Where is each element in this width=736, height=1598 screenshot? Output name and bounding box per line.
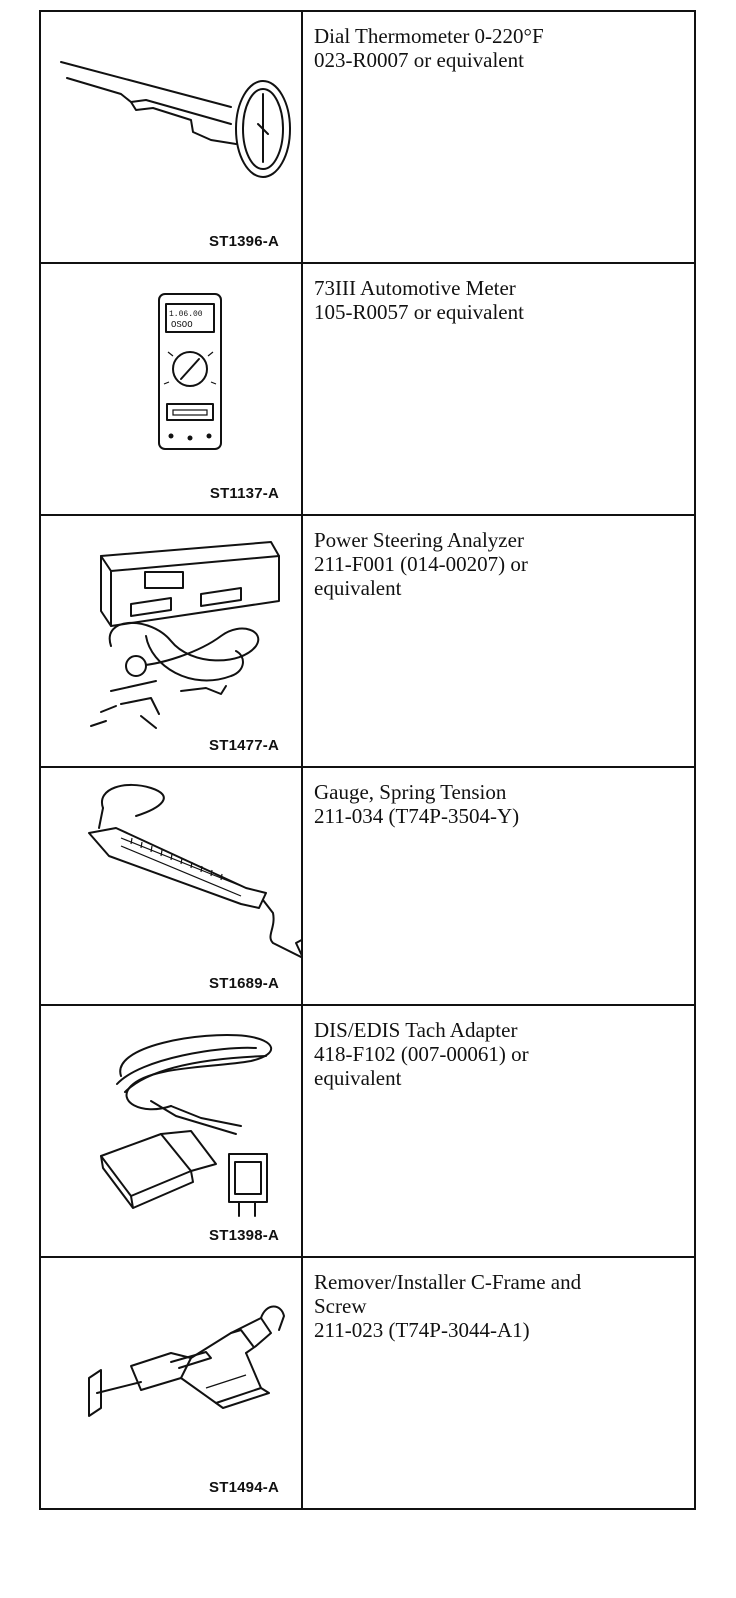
table-row: ST1689-A Gauge, Spring Tension 211-034 (… (39, 766, 696, 1006)
c-frame-screw-icon (88, 1305, 285, 1417)
illustration-cell: ST1494-A (39, 1256, 303, 1510)
tool-description: Gauge, Spring Tension 211-034 (T74P-3504… (301, 766, 696, 1006)
tool-name: Power Steering Analyzer (314, 528, 524, 552)
dial-thermometer-icon (60, 61, 291, 178)
automotive-meter-icon: 1.06.00 OSOO (158, 293, 222, 450)
tool-name: Remover/Installer C-Frame and (314, 1270, 582, 1294)
tool-part-number: 418-F102 (007-00061) or (314, 1042, 529, 1066)
table-row: ST1396-A Dial Thermometer 0-220°F 023-R0… (39, 10, 696, 264)
illustration-cell: ST1689-A (39, 766, 303, 1006)
tool-name-cont: Screw (314, 1294, 367, 1318)
tool-code: ST1477-A (209, 737, 279, 754)
tool-part-number: 211-023 (T74P-3044-A1) (314, 1318, 530, 1342)
svg-text:OSOO: OSOO (171, 320, 193, 330)
spring-tension-gauge-icon (88, 783, 303, 959)
tool-note: equivalent (314, 576, 402, 600)
tool-part-number: 023-R0007 or equivalent (314, 48, 524, 72)
svg-text:1.06.00: 1.06.00 (169, 310, 203, 319)
tool-name: 73III Automotive Meter (314, 276, 516, 300)
tool-description: Dial Thermometer 0-220°F 023-R0007 or eq… (301, 10, 696, 264)
illustration-cell: 1.06.00 OSOO ST1137-A (39, 262, 303, 516)
tool-part-number: 105-R0057 or equivalent (314, 300, 524, 324)
tach-adapter-icon (100, 1034, 273, 1217)
tool-name: DIS/EDIS Tach Adapter (314, 1018, 518, 1042)
tool-description: Power Steering Analyzer 211-F001 (014-00… (301, 514, 696, 768)
tool-name: Gauge, Spring Tension (314, 780, 507, 804)
tool-description: Remover/Installer C-Frame and Screw 211-… (301, 1256, 696, 1510)
table-row: ST1494-A Remover/Installer C-Frame and S… (39, 1256, 696, 1510)
tool-part-number: 211-F001 (014-00207) or (314, 552, 528, 576)
illustration-cell: ST1477-A (39, 514, 303, 768)
illustration-cell: ST1396-A (39, 10, 303, 264)
tool-code: ST1398-A (209, 1227, 279, 1244)
table-row: 1.06.00 OSOO ST1137-A 73III Automotive M… (39, 262, 696, 516)
illustration-cell: ST1398-A (39, 1004, 303, 1258)
table-row: ST1398-A DIS/EDIS Tach Adapter 418-F102 … (39, 1004, 696, 1258)
special-tools-table: ST1396-A Dial Thermometer 0-220°F 023-R0… (39, 10, 696, 1510)
tool-part-number: 211-034 (T74P-3504-Y) (314, 804, 520, 828)
tool-code: ST1689-A (209, 975, 279, 992)
tool-description: DIS/EDIS Tach Adapter 418-F102 (007-0006… (301, 1004, 696, 1258)
tool-code: ST1396-A (209, 233, 279, 250)
tool-code: ST1137-A (209, 485, 279, 502)
table-row: ST1477-A Power Steering Analyzer 211-F00… (39, 514, 696, 768)
tool-note: equivalent (314, 1066, 402, 1090)
tool-description: 73III Automotive Meter 105-R0057 or equi… (301, 262, 696, 516)
tool-name: Dial Thermometer 0-220°F (314, 24, 544, 48)
tool-code: ST1494-A (209, 1479, 279, 1496)
power-steering-analyzer-icon (90, 541, 280, 729)
